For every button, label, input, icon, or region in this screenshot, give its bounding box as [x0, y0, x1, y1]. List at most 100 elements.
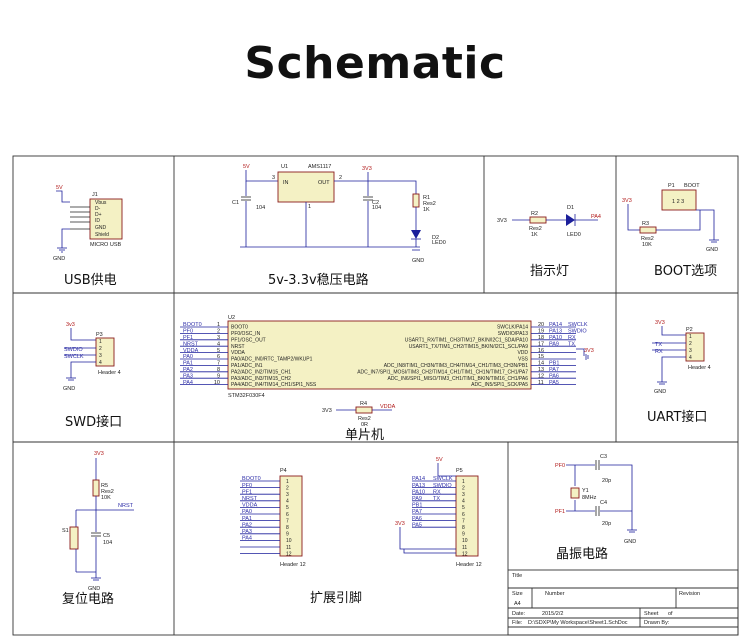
svg-text:1 2 3: 1 2 3 — [672, 199, 684, 205]
mcu-left-pin-name: PA2/ADC_IN2/TIM15_CH1 — [231, 369, 291, 375]
reg-d2-ref: D2 — [432, 235, 439, 241]
p4-net: PA4 — [242, 536, 252, 542]
mcu-right-pin-num: 20 — [538, 322, 544, 328]
boot-gnd: GND — [706, 247, 718, 253]
mcu-right-pin-num: 15 — [538, 354, 544, 360]
swd-sig1: SWDIO — [64, 347, 83, 353]
reset-r5-fp: Res2 — [101, 489, 114, 495]
section-label-uart: UART接口 — [647, 409, 707, 425]
boot-r3-val: 10K — [642, 242, 652, 248]
usb-pin-6: Shield — [95, 232, 109, 238]
p5-net: RX — [433, 489, 441, 495]
mcu-right-pin-num: 16 — [538, 348, 544, 354]
exp-p4-header — [279, 475, 303, 557]
mcu-left-pin-name: PA1/ADC_IN1 — [231, 363, 263, 369]
boot-3v3: 3V3 — [622, 198, 632, 204]
reg-pin-in: 3 — [272, 175, 275, 181]
reg-gnd: GND — [412, 258, 424, 264]
reg-in-label: IN — [283, 180, 289, 186]
reg-d2-type: LED0 — [432, 240, 446, 246]
boot-r3-ref: R3 — [642, 221, 649, 227]
ind-d1-type: LED0 — [567, 232, 581, 238]
mcu-left-pin-name: BOOT0 — [231, 325, 248, 331]
mcu-left-pin-num: 3 — [217, 335, 220, 341]
boot-header — [661, 189, 697, 211]
mcu-right-net: PA14 — [549, 322, 562, 328]
p4-pin-num: 8 — [286, 525, 289, 531]
exp-p5-3v3: 3V3 — [395, 521, 405, 527]
p4-net: BOOT0 — [242, 476, 261, 482]
p4-pin-num: 6 — [286, 512, 289, 518]
p5-net: TX — [433, 496, 440, 502]
p4-net: NRST — [242, 496, 258, 502]
reg-c1: C1 — [232, 200, 239, 206]
xtal-y1: Y1 — [582, 488, 589, 494]
mcu-left-pin-num: 8 — [217, 367, 220, 373]
reg-r1-ref: R1 — [423, 195, 430, 201]
uart-gnd: GND — [654, 389, 666, 395]
reg-pin-out: 2 — [339, 175, 342, 181]
section-label-usb: USB供电 — [64, 273, 117, 288]
tb-title-label: Title — [512, 573, 522, 579]
mcu-left-net: PF0 — [183, 329, 193, 335]
mcu-left-net: PA0 — [183, 354, 193, 360]
reg-c2: C2 — [372, 200, 379, 206]
regulator-ic — [277, 171, 335, 203]
led-d2-icon — [411, 230, 421, 239]
page-title: Schematic — [244, 38, 506, 89]
p5-left-net: PA5 — [412, 522, 422, 528]
p5-left-net: PA10 — [412, 489, 425, 495]
mcu-left-pin-num: 9 — [217, 373, 220, 379]
tb-sheet-of: of — [668, 611, 673, 617]
reset-section: 3V3 R5 Res2 10K NRST S1 C5 104 GND 复位电路 — [62, 451, 134, 607]
mcu-right-pin-name: VSS — [518, 357, 529, 363]
tb-revision-label: Revision — [679, 591, 700, 597]
usb-pin-1: Vbus — [95, 200, 107, 206]
p4-pin-num: 10 — [286, 538, 292, 544]
tb-sheet-label: Sheet — [644, 611, 659, 617]
mcu-right-pin-num: 17 — [538, 341, 544, 347]
mcu-right-pin-num: 11 — [538, 380, 544, 386]
p5-pin-num: 11 — [462, 545, 467, 551]
mcu-right-pin-num: 12 — [538, 373, 544, 379]
swd-pin-2: 2 — [99, 346, 102, 352]
crystal-icon — [570, 487, 580, 499]
reg-ref: U1 — [281, 164, 288, 170]
p4-net: VDDA — [242, 503, 258, 509]
mcu-right-net: PA10 — [549, 335, 562, 341]
swd-pin-4: 4 — [99, 360, 102, 366]
reset-c5-val: 104 — [103, 540, 112, 546]
swd-section: 3v3 P3 1 2 3 4 SWDIO SWCLK GND Header 4 … — [63, 322, 122, 430]
title-block: Title Size A4 Number Revision Date: 2015… — [507, 569, 739, 636]
p5-net: SWDIO — [433, 483, 452, 489]
mcu-left-net: PA4 — [183, 380, 193, 386]
boot-r3 — [639, 226, 657, 234]
p4-net: PA1 — [242, 516, 252, 522]
p5-left-net: PA14 — [412, 476, 425, 482]
uart-pin-1: 1 — [689, 334, 692, 340]
usb-section: 5V J1 Vbus D- D+ ID GND Shield MICRO USB… — [53, 185, 123, 288]
mcu-3v3: 3V3 — [584, 348, 594, 354]
mcu-right-net: PA9 — [549, 341, 559, 347]
reg-5v-net: 5V — [243, 164, 250, 170]
mcu-right-alias: SWDIO — [568, 329, 587, 335]
mcu-right-net: PA6 — [549, 373, 559, 379]
mcu-right-pin-name: VDD — [517, 350, 528, 356]
xtal-c4: C4 — [600, 500, 607, 506]
ind-d1-ref: D1 — [567, 205, 574, 211]
mcu-left-pin-num: 7 — [217, 361, 220, 367]
ind-3v3: 3V3 — [497, 218, 507, 224]
p4-pin-num: 5 — [286, 505, 289, 511]
ind-r2 — [529, 216, 547, 224]
uart-pin-3: 3 — [689, 348, 692, 354]
p5-pin-num: 9 — [462, 532, 465, 538]
mcu-right-pin-name: ADC_IN8/TIM1_CH3N/TIM3_CH4/TIM14_CH1/TIM… — [384, 363, 528, 369]
xtal-c3: C3 — [600, 454, 607, 460]
mcu-part: STM32F030F4 — [228, 393, 265, 399]
reg-out-label: OUT — [318, 180, 330, 186]
reg-part: AMS1117 — [308, 164, 331, 170]
mcu-left-net: VDDA — [183, 348, 199, 354]
